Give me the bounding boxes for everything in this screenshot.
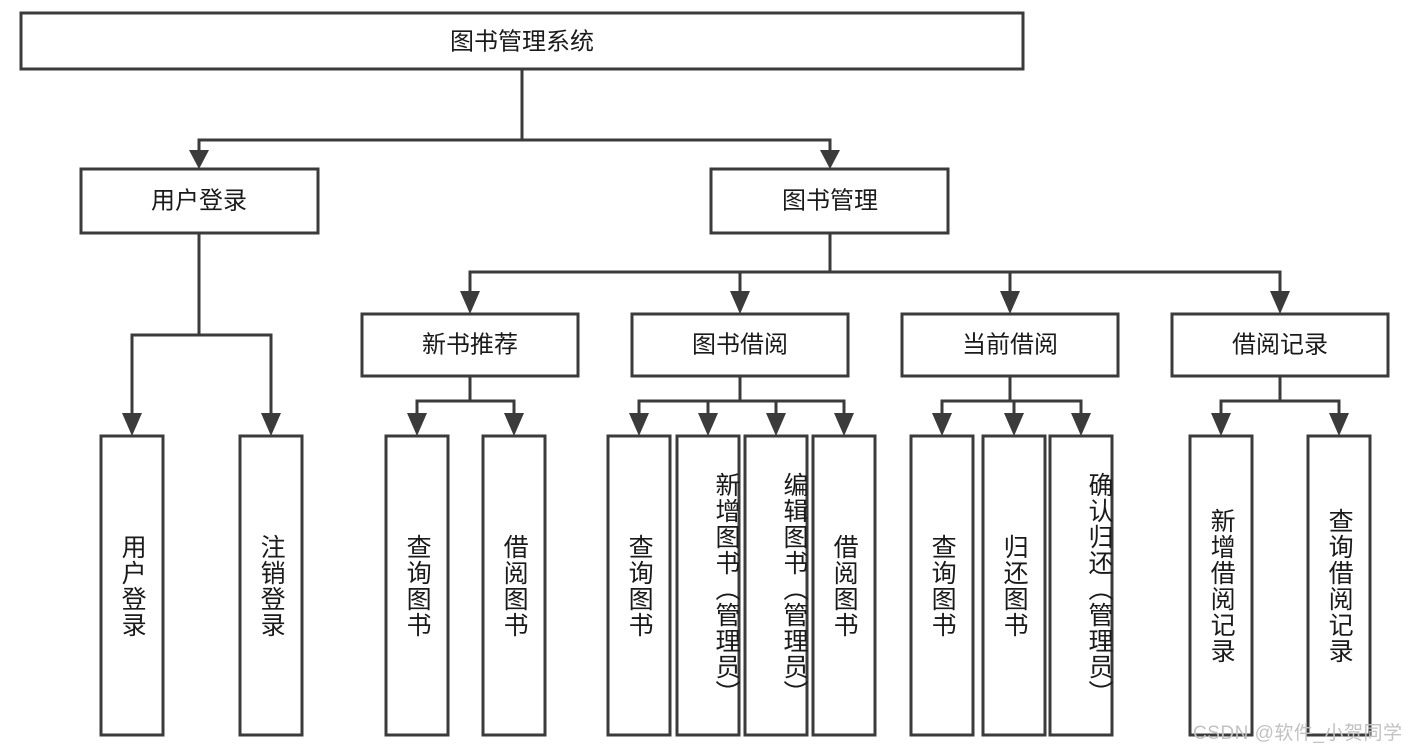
arrowhead-leaf-confirm-return	[1071, 413, 1091, 436]
arrowhead-leaf-query-book-1	[407, 413, 427, 436]
arrowhead-leaf-query-book-2	[629, 413, 649, 436]
node-label-user-login: 用户登录	[151, 187, 247, 214]
node-box-borrow-record[interactable]	[1170, 312, 1390, 378]
node-box-leaf-add-book[interactable]	[675, 434, 741, 737]
node-layer: 图书管理系统 用户登录 图书管理 新书推荐 图书借阅 当前借阅 借阅记录	[19, 11, 1390, 737]
arrowhead-new-book-recommend	[460, 291, 480, 314]
arrowhead-leaf-user-login	[122, 413, 142, 436]
arrowhead-user-login	[189, 150, 209, 169]
node-box-leaf-confirm-return[interactable]	[1048, 434, 1114, 737]
node-box-leaf-query-record[interactable]	[1306, 434, 1372, 737]
node-box-leaf-borrow-book-1[interactable]	[481, 434, 547, 737]
arrowhead-leaf-borrow-book-2	[834, 413, 854, 436]
arrowhead-book-management	[820, 150, 840, 169]
arrowhead-leaf-query-book-3	[932, 413, 952, 436]
arrowhead-leaf-edit-book	[766, 413, 786, 436]
node-box-book-management[interactable]	[709, 167, 950, 235]
node-box-new-book-recommend[interactable]	[360, 312, 580, 378]
node-box-current-borrow[interactable]	[900, 312, 1120, 378]
node-box-book-borrow[interactable]	[630, 312, 850, 378]
node-box-user-login[interactable]	[79, 167, 320, 235]
arrowhead-leaf-borrow-book-1	[504, 413, 524, 436]
node-label-book-borrow: 图书借阅	[692, 331, 788, 358]
arrowhead-leaf-add-book	[698, 413, 718, 436]
node-box-leaf-return-book[interactable]	[981, 434, 1047, 737]
arrowhead-book-borrow	[730, 291, 750, 314]
csdn-watermark: CSDN @软件_小贺同学	[1193, 723, 1403, 744]
node-box-leaf-user-login[interactable]	[99, 434, 165, 737]
arrowhead-leaf-logout	[261, 413, 281, 436]
arrowhead-leaf-return-book	[1004, 413, 1024, 436]
node-box-leaf-edit-book[interactable]	[743, 434, 809, 737]
node-box-leaf-borrow-book-2[interactable]	[811, 434, 877, 737]
node-label-new-book-recommend: 新书推荐	[422, 331, 518, 358]
node-box-leaf-query-book-2[interactable]	[606, 434, 672, 737]
node-label-current-borrow: 当前借阅	[962, 331, 1058, 358]
arrowhead-borrow-record	[1270, 291, 1290, 314]
arrowhead-leaf-add-record	[1211, 413, 1231, 436]
node-label-borrow-record: 借阅记录	[1232, 331, 1328, 358]
node-box-leaf-query-book-3[interactable]	[909, 434, 975, 737]
node-box-leaf-query-book-1[interactable]	[384, 434, 450, 737]
node-box-root[interactable]	[19, 11, 1025, 71]
node-box-leaf-add-record[interactable]	[1188, 434, 1254, 737]
node-label-book-management: 图书管理	[782, 187, 878, 214]
arrowhead-leaf-query-record	[1329, 413, 1349, 436]
connector-layer	[122, 67, 1349, 436]
arrowhead-current-borrow	[1000, 291, 1020, 314]
node-box-leaf-logout[interactable]	[238, 434, 304, 737]
node-label-root: 图书管理系统	[450, 28, 594, 55]
